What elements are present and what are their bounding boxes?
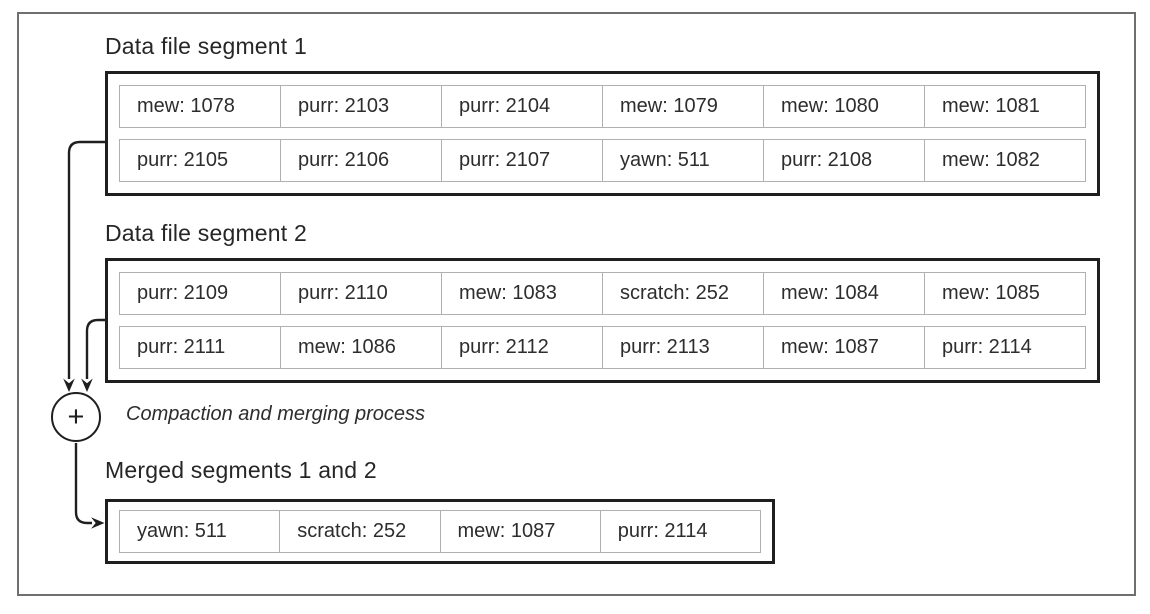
record-cell: purr: 2105 bbox=[119, 139, 281, 182]
record-cell: mew: 1086 bbox=[280, 326, 442, 369]
merged-box: yawn: 511 scratch: 252 mew: 1087 purr: 2… bbox=[105, 499, 775, 564]
segment2-row2: purr: 2111 mew: 1086 purr: 2112 purr: 21… bbox=[119, 326, 1086, 369]
segment2-title: Data file segment 2 bbox=[105, 220, 307, 246]
record-cell: yawn: 511 bbox=[119, 510, 281, 553]
segment2-box: purr: 2109 purr: 2110 mew: 1083 scratch:… bbox=[105, 258, 1100, 383]
record-cell: mew: 1083 bbox=[441, 272, 603, 315]
plus-icon: + bbox=[67, 400, 85, 433]
segment1-box: mew: 1078 purr: 2103 purr: 2104 mew: 107… bbox=[105, 71, 1100, 196]
record-cell: mew: 1078 bbox=[119, 85, 281, 128]
record-cell: scratch: 252 bbox=[279, 510, 441, 553]
merged-row: yawn: 511 scratch: 252 mew: 1087 purr: 2… bbox=[119, 510, 761, 553]
record-cell: mew: 1087 bbox=[439, 510, 601, 553]
segment1-row1: mew: 1078 purr: 2103 purr: 2104 mew: 107… bbox=[119, 85, 1086, 128]
record-cell: mew: 1081 bbox=[924, 85, 1086, 128]
record-cell: mew: 1085 bbox=[924, 272, 1086, 315]
record-cell: purr: 2108 bbox=[763, 139, 925, 182]
record-cell: mew: 1080 bbox=[763, 85, 925, 128]
record-cell: mew: 1082 bbox=[924, 139, 1086, 182]
record-cell: purr: 2113 bbox=[602, 326, 764, 369]
merged-title: Merged segments 1 and 2 bbox=[105, 457, 377, 483]
record-cell: mew: 1084 bbox=[763, 272, 925, 315]
merge-node: + bbox=[51, 392, 101, 442]
record-cell: yawn: 511 bbox=[602, 139, 764, 182]
record-cell: purr: 2111 bbox=[119, 326, 281, 369]
record-cell: mew: 1087 bbox=[763, 326, 925, 369]
record-cell: purr: 2112 bbox=[441, 326, 603, 369]
segment2-row1: purr: 2109 purr: 2110 mew: 1083 scratch:… bbox=[119, 272, 1086, 315]
record-cell: purr: 2110 bbox=[280, 272, 442, 315]
record-cell: purr: 2114 bbox=[599, 510, 761, 553]
record-cell: purr: 2107 bbox=[441, 139, 603, 182]
record-cell: purr: 2114 bbox=[924, 326, 1086, 369]
record-cell: purr: 2109 bbox=[119, 272, 281, 315]
process-label: Compaction and merging process bbox=[126, 403, 426, 425]
record-cell: scratch: 252 bbox=[602, 272, 764, 315]
record-cell: mew: 1079 bbox=[602, 85, 764, 128]
record-cell: purr: 2103 bbox=[280, 85, 442, 128]
record-cell: purr: 2104 bbox=[441, 85, 603, 128]
segment1-row2: purr: 2105 purr: 2106 purr: 2107 yawn: 5… bbox=[119, 139, 1086, 182]
record-cell: purr: 2106 bbox=[280, 139, 442, 182]
segment1-title: Data file segment 1 bbox=[105, 33, 307, 59]
